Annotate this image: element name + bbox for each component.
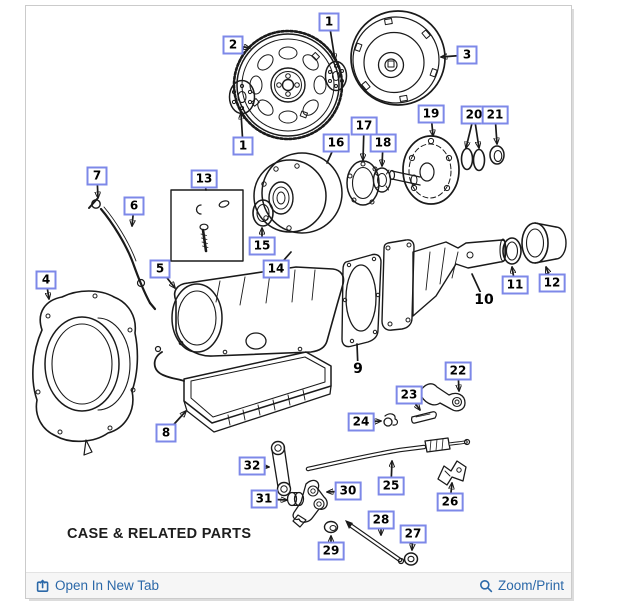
callout-1-2[interactable]: 1 (232, 136, 254, 156)
callout-22[interactable]: 22 (444, 361, 472, 381)
part-shift-lever (419, 383, 466, 412)
part-filler-tube (99, 206, 157, 311)
footer-bar: Open In New Tab Zoom/Print (26, 572, 571, 598)
part-transmission-case (171, 266, 345, 357)
callout-10: 10 (473, 292, 495, 308)
callout-5[interactable]: 5 (149, 259, 171, 279)
part-extension-housing (381, 238, 507, 331)
callout-19[interactable]: 19 (417, 104, 445, 124)
callout-18[interactable]: 18 (369, 133, 397, 153)
part-oil-pan (153, 345, 332, 433)
part-front-pump-seal (489, 145, 505, 165)
part-washer-27 (403, 552, 419, 566)
open-in-new-tab-icon (36, 579, 49, 592)
part-pump-o-rings (460, 147, 486, 172)
part-rear-bushing (521, 222, 567, 264)
callout-9: 9 (351, 361, 365, 377)
open-in-new-tab-link[interactable]: Open In New Tab (36, 578, 159, 593)
part-oil-pump (388, 135, 460, 205)
part-front-drum (253, 152, 343, 234)
parts-diagram-art (32, 10, 567, 566)
part-rod-bracket (437, 460, 467, 486)
callout-24[interactable]: 24 (347, 412, 375, 432)
callout-25[interactable]: 25 (377, 476, 405, 496)
callout-28[interactable]: 28 (367, 510, 395, 530)
callout-30[interactable]: 30 (334, 481, 362, 501)
part-shift-rod (305, 437, 471, 472)
zoom-print-link[interactable]: Zoom/Print (479, 578, 564, 593)
callout-23[interactable]: 23 (395, 385, 423, 405)
part-connecting-link (270, 440, 292, 497)
part-bushing-31 (286, 491, 305, 507)
part-torque-converter (350, 10, 446, 106)
callout-2[interactable]: 2 (222, 35, 244, 55)
callout-31[interactable]: 31 (250, 489, 278, 509)
callout-17[interactable]: 17 (350, 116, 378, 136)
callout-27[interactable]: 27 (399, 524, 427, 544)
part-dipstick-handle (88, 198, 101, 209)
open-in-new-tab-label: Open In New Tab (55, 578, 160, 593)
callout-1[interactable]: 1 (318, 12, 340, 32)
callout-15[interactable]: 15 (248, 236, 276, 256)
callout-7[interactable]: 7 (86, 166, 108, 186)
diagram-caption: CASE & RELATED PARTS (67, 526, 252, 542)
part-rear-seal (502, 237, 522, 265)
part-lever-pin (411, 411, 437, 424)
callout-8[interactable]: 8 (155, 423, 177, 443)
callout-3[interactable]: 3 (456, 45, 478, 65)
part-thrust-washer (372, 167, 392, 193)
callout-4[interactable]: 4 (35, 270, 57, 290)
zoom-print-label: Zoom/Print (497, 578, 564, 593)
part-retainer-clip (383, 413, 399, 427)
magnifier-icon (479, 579, 493, 592)
part-extension-gasket (341, 253, 382, 348)
part-parking-rod (345, 520, 405, 565)
part-parking-guide (292, 479, 328, 528)
part-bushing-29 (323, 520, 339, 534)
callout-29[interactable]: 29 (317, 541, 345, 561)
callout-26[interactable]: 26 (436, 492, 464, 512)
part-spacer-plate-right (324, 60, 348, 92)
callout-12[interactable]: 12 (538, 273, 566, 293)
part-flexplate (232, 29, 344, 141)
callout-13[interactable]: 13 (190, 169, 218, 189)
callout-21[interactable]: 21 (481, 105, 509, 125)
callout-11[interactable]: 11 (501, 275, 529, 295)
callout-16[interactable]: 16 (322, 133, 350, 153)
callout-14[interactable]: 14 (262, 259, 290, 279)
part-front-seal (252, 199, 274, 227)
callout-6[interactable]: 6 (123, 196, 145, 216)
part-bell-housing (32, 290, 139, 456)
part-gasket-kit (170, 189, 244, 262)
leader-lines (46, 21, 553, 552)
callout-32[interactable]: 32 (238, 456, 266, 476)
